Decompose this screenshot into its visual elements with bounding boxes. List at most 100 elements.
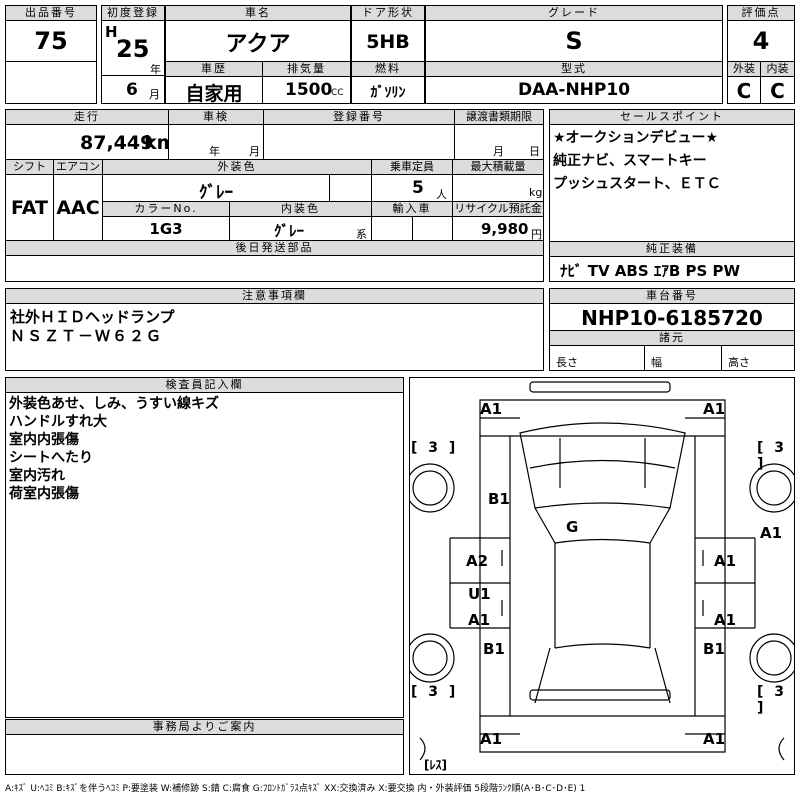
fuel: ｶﾞｿﾘﾝ: [370, 85, 406, 101]
recycle-label: リサイクル預託金: [452, 201, 544, 217]
ac: AAC: [56, 197, 100, 219]
fuel-cell: ｶﾞｿﾘﾝ: [351, 76, 425, 104]
office-label: 事務局よりご案内: [5, 719, 404, 735]
displacement-unit: CC: [331, 88, 344, 98]
car-outline: [410, 381, 794, 761]
transfer-label: 譲渡書類期限: [454, 109, 544, 125]
door-label: ドア形状: [351, 5, 425, 21]
chassis-number: NHP10-6185720: [581, 306, 763, 330]
color-cell: ｸﾞﾚｰ: [102, 174, 330, 202]
inspection-year-unit: 年: [209, 145, 220, 158]
interior-color-label: 内装色: [229, 201, 372, 217]
reg-year: 25: [116, 35, 150, 63]
mark-right-rear-door: A1: [714, 611, 737, 629]
interior-label: 内装: [760, 61, 795, 77]
mark-right-front-door: A1: [714, 552, 737, 570]
year-unit: 年: [150, 63, 161, 76]
score-cell: 4: [727, 20, 795, 62]
exterior-cell: C: [727, 76, 761, 104]
specs-label: 諸元: [549, 330, 795, 346]
first-reg-label: 初度登録: [101, 5, 165, 21]
inspector-line-6: 荷室内張傷: [9, 486, 79, 502]
interior-color-unit: 系: [356, 228, 367, 241]
inspector-line-3: 室内内張傷: [9, 432, 79, 448]
import-cell: [371, 216, 413, 241]
model-label: 型式: [425, 61, 723, 77]
mark-left-rear-door: A1: [468, 611, 491, 629]
inspector-line-1: 外装色あせ、しみ、うすい線キズ: [9, 396, 219, 412]
office-cell: [5, 734, 404, 775]
color-no-label: カラーNo.: [102, 201, 230, 217]
equipment-cell: ﾅﾋﾞ TV ABS ｴｱB PS PW: [549, 256, 795, 282]
history-cell: 自家用: [165, 76, 263, 104]
chassis-label: 車台番号: [549, 288, 795, 304]
interior-cell: C: [760, 76, 795, 104]
caution-line-1: 社外ＨＩＤヘッドランプ: [10, 308, 175, 326]
specs-width-cell: 幅: [644, 345, 722, 371]
caution-label: 注意事項欄: [5, 288, 544, 304]
mark-rear-left: A1: [480, 730, 503, 748]
mileage-unit: km: [144, 132, 168, 154]
model: DAA-NHP10: [517, 80, 631, 100]
history: 自家用: [185, 83, 243, 104]
equipment: ﾅﾋﾞ TV ABS ｴｱB PS PW: [560, 262, 741, 280]
height-label: 高さ: [728, 356, 750, 369]
grade: S: [565, 27, 583, 55]
inspector-line-2: ハンドルすれ大: [9, 414, 107, 430]
color-extra-cell: [329, 174, 372, 202]
exterior-grade: C: [736, 79, 752, 103]
score: 4: [752, 27, 770, 55]
caution-line-2: ＮＳＺＴ－Ｗ６２Ｇ: [10, 327, 164, 345]
color-no-cell: 1G3: [102, 216, 230, 241]
displacement: 1500: [285, 80, 333, 100]
tire-rear-left: [ 3 ]: [411, 684, 459, 700]
door-cell: 5HB: [351, 20, 425, 62]
import-cell-2: [412, 216, 453, 241]
transfer-day-unit: 日: [529, 145, 540, 158]
later-parts-cell: [5, 255, 544, 282]
mileage-label: 走行: [5, 109, 169, 125]
inspector-line-5: 室内汚れ: [9, 468, 65, 484]
interior-grade: C: [770, 79, 785, 103]
interior-color-cell: ｸﾞﾚｰ 系: [229, 216, 372, 241]
first-reg-cell: H 25 年: [101, 20, 165, 76]
later-parts-label: 後日発送部品: [5, 240, 544, 256]
car-name: アクア: [225, 32, 291, 57]
month-cell: 6 月: [101, 75, 165, 104]
displacement-label: 排気量: [262, 61, 351, 77]
color-label: 外装色: [102, 159, 372, 175]
chassis-cell: NHP10-6185720: [549, 303, 795, 331]
grade-cell: S: [425, 20, 723, 62]
shift-cell: FAT: [5, 174, 54, 241]
mark-right-fender: A1: [760, 524, 783, 542]
inspection-cell: 年 月: [168, 124, 264, 160]
capacity-label: 乗車定員: [371, 159, 453, 175]
tire-rear-right: [ 3 ]: [757, 684, 788, 716]
tire-front-right: [ 3 ]: [757, 440, 788, 472]
era: H: [105, 23, 118, 41]
capacity: 5: [412, 178, 424, 198]
reg-no-label: 登録番号: [263, 109, 455, 125]
color: ｸﾞﾚｰ: [199, 183, 233, 202]
interior-color: ｸﾞﾚｰ: [274, 222, 305, 240]
recycle: 9,980: [481, 220, 529, 238]
inspector-line-4: シートへたり: [9, 450, 93, 466]
shift: FAT: [11, 197, 48, 219]
width-label: 幅: [651, 356, 662, 369]
month-unit: 月: [149, 88, 160, 101]
car-name-label: 車名: [165, 5, 351, 21]
sales-points-label: セールスポイント: [549, 109, 795, 125]
lot-blank: [5, 61, 97, 104]
inspection-label: 車検: [168, 109, 264, 125]
mark-front-left: A1: [480, 400, 503, 418]
spare-tire: [ﾚｽ]: [424, 758, 447, 772]
mark-left-quarter: B1: [483, 640, 505, 658]
car-diagram: A1 A1 B1 G A1 A2 A1 U1 A1 A1 B1 B1 A1 A1…: [409, 377, 795, 775]
recycle-unit: 円: [531, 228, 542, 241]
load-label: 最大積載量: [452, 159, 544, 175]
history-label: 車歴: [165, 61, 263, 77]
fuel-label: 燃料: [351, 61, 425, 77]
sales-point-2: 純正ナビ、スマートキー: [553, 153, 707, 169]
specs-height-cell: 高さ: [721, 345, 795, 371]
sales-point-1: ★オークションデビュー★: [553, 130, 719, 146]
